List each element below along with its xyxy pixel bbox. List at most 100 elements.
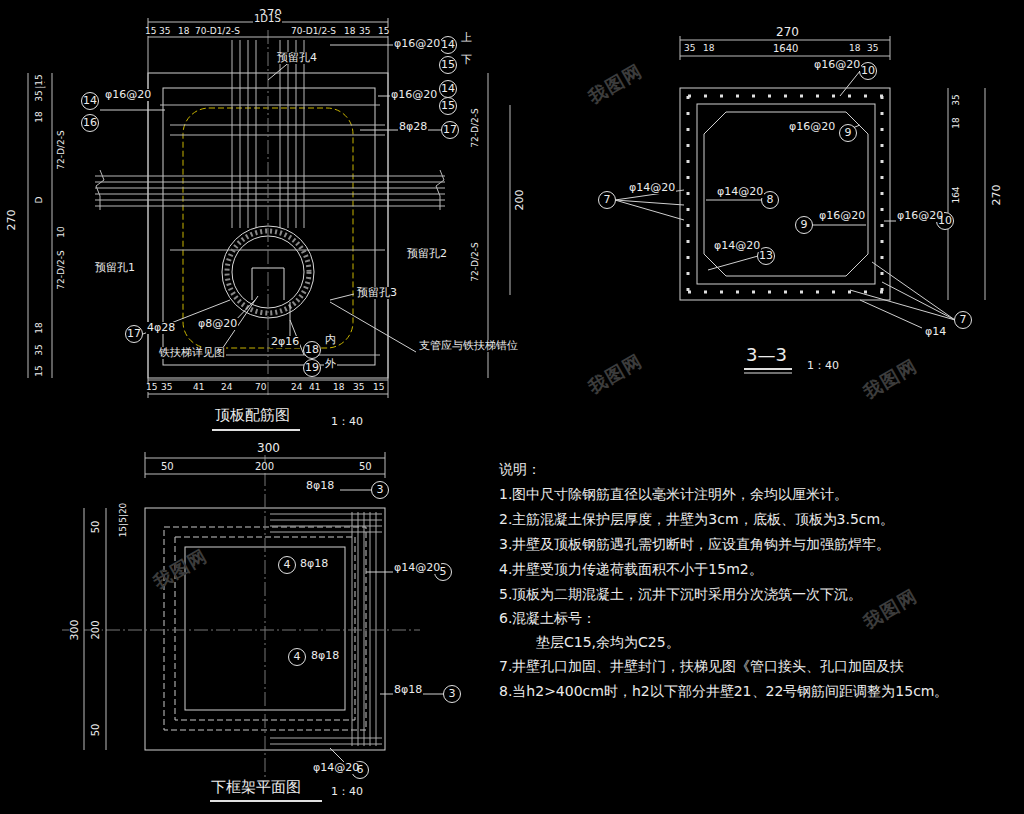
dimension-text: φ14@20 <box>393 562 441 574</box>
callout-circle <box>279 557 296 574</box>
dimension-text: 顶板配筋图 <box>214 408 291 424</box>
center-lines <box>268 30 269 395</box>
dimension-text: φ14@20 <box>628 182 676 194</box>
frame-hatch <box>270 520 382 521</box>
callout-circle <box>860 63 877 80</box>
vertical-dimension: 200 <box>91 619 102 640</box>
dimension-text: 预留孔4 <box>276 52 318 64</box>
vertical-dimension: 18 <box>952 116 961 129</box>
vertical-dimension: 35 <box>952 93 961 106</box>
section-leaders <box>812 225 866 226</box>
dimension-text: 50 <box>160 462 175 473</box>
dimension-text: 说明： <box>498 462 542 477</box>
vertical-dimension: 35 <box>35 343 44 356</box>
dimension-text: 下 <box>460 54 473 66</box>
dimension-lines <box>488 73 489 378</box>
leader-lines <box>100 45 442 355</box>
dimension-text: φ16@20 <box>813 59 861 71</box>
section-leaders <box>615 200 684 220</box>
dimension-text: φ16@20 <box>104 89 152 101</box>
callout-circle <box>304 342 321 359</box>
frame-hatch <box>270 512 382 746</box>
callout-number: 3 <box>449 688 456 700</box>
section-dimensions <box>680 40 890 41</box>
frame-dimensions <box>84 452 385 750</box>
dimension-text: φ14@20 <box>713 240 761 252</box>
callout-number: 3 <box>377 484 384 496</box>
callout-circle <box>304 360 321 377</box>
callout-number: 14 <box>83 95 97 107</box>
section-leaders <box>840 71 860 96</box>
dimension-text: 上 <box>460 32 473 44</box>
dimension-text: 15 <box>145 383 158 392</box>
dimension-lines <box>148 37 388 38</box>
dimension-text: φ16@20 <box>390 89 438 101</box>
rebar-lines <box>296 40 297 228</box>
section-outline <box>680 88 890 300</box>
dimension-text: 支管应与铁扶梯错位 <box>418 340 519 352</box>
vertical-dimension: 15 <box>35 364 44 377</box>
dimension-text: φ16@20 <box>896 210 944 222</box>
dimension-text: 200 <box>254 462 275 473</box>
callout-circle <box>372 482 389 499</box>
section-outline <box>680 88 890 300</box>
dimension-text: 41 <box>192 383 205 392</box>
top-plate-outline <box>163 88 375 365</box>
section-leaders <box>706 200 762 201</box>
section-dimensions <box>680 36 985 300</box>
dimension-text: 8φ18 <box>305 480 335 492</box>
callout-number: 8 <box>767 194 774 206</box>
dimension-text: 18 <box>848 44 861 53</box>
section-dimensions <box>680 56 890 57</box>
callout-circle <box>440 81 457 98</box>
dimension-text: 41 <box>308 383 321 392</box>
rebar-lines <box>256 40 257 228</box>
callout-number: 15 <box>441 59 455 71</box>
dimension-text: 8φ18 <box>393 684 423 696</box>
vertical-dimension: 18 <box>35 321 44 334</box>
section-dimensions <box>948 88 949 300</box>
dimension-text: 8φ18 <box>299 558 329 570</box>
callout-circle <box>840 125 857 142</box>
rebar-lines <box>232 40 233 228</box>
callout-circle <box>82 93 99 110</box>
frame-center-lines <box>265 450 266 790</box>
dimension-text: 预留孔2 <box>406 248 448 260</box>
rebar-dots <box>881 96 884 292</box>
frame-leaders <box>330 490 444 770</box>
dimension-text: 1D1S <box>253 14 282 25</box>
callout-circle <box>444 686 461 703</box>
callout-number: 17 <box>443 124 457 136</box>
break-marks <box>436 170 444 210</box>
rebar-lines <box>288 40 289 228</box>
dimension-text: 1：40 <box>330 786 364 798</box>
dimension-text: 35 <box>160 383 173 392</box>
dimension-text: φ16@20 <box>393 38 441 50</box>
frame-hatch <box>270 744 382 745</box>
vertical-dimension: 72-D/2-S <box>57 129 66 170</box>
title-underline <box>210 800 322 802</box>
dimension-text: 1640 <box>772 44 799 55</box>
dimension-text: 4.井壁受顶力传递荷载面积不小于15m2。 <box>498 562 764 577</box>
rebar-dots <box>688 95 884 98</box>
rebar-lines <box>240 40 241 228</box>
callout-number: 16 <box>83 117 97 129</box>
callout-circle <box>955 312 972 329</box>
vertical-dimension: 300 <box>69 619 81 642</box>
dimension-text: φ14@20 <box>312 762 360 774</box>
rebar-dots <box>687 96 690 292</box>
dimension-text: φ16@20 <box>788 121 836 133</box>
section-dimensions <box>890 36 891 60</box>
section-leaders <box>860 300 922 328</box>
callout-number: 14 <box>441 83 455 95</box>
vertical-dimension: 72-D/2-S <box>471 241 480 282</box>
dimension-lines <box>148 394 388 395</box>
dimension-text: 35 <box>352 383 365 392</box>
dimension-text: 6.混凝土标号： <box>498 611 597 626</box>
rebar-lines <box>248 40 249 228</box>
dimension-text: 下框架平面图 <box>210 780 302 796</box>
callout-number: 7 <box>960 314 967 326</box>
title-underline <box>744 368 792 370</box>
dimension-text: 8φ18 <box>310 650 340 662</box>
